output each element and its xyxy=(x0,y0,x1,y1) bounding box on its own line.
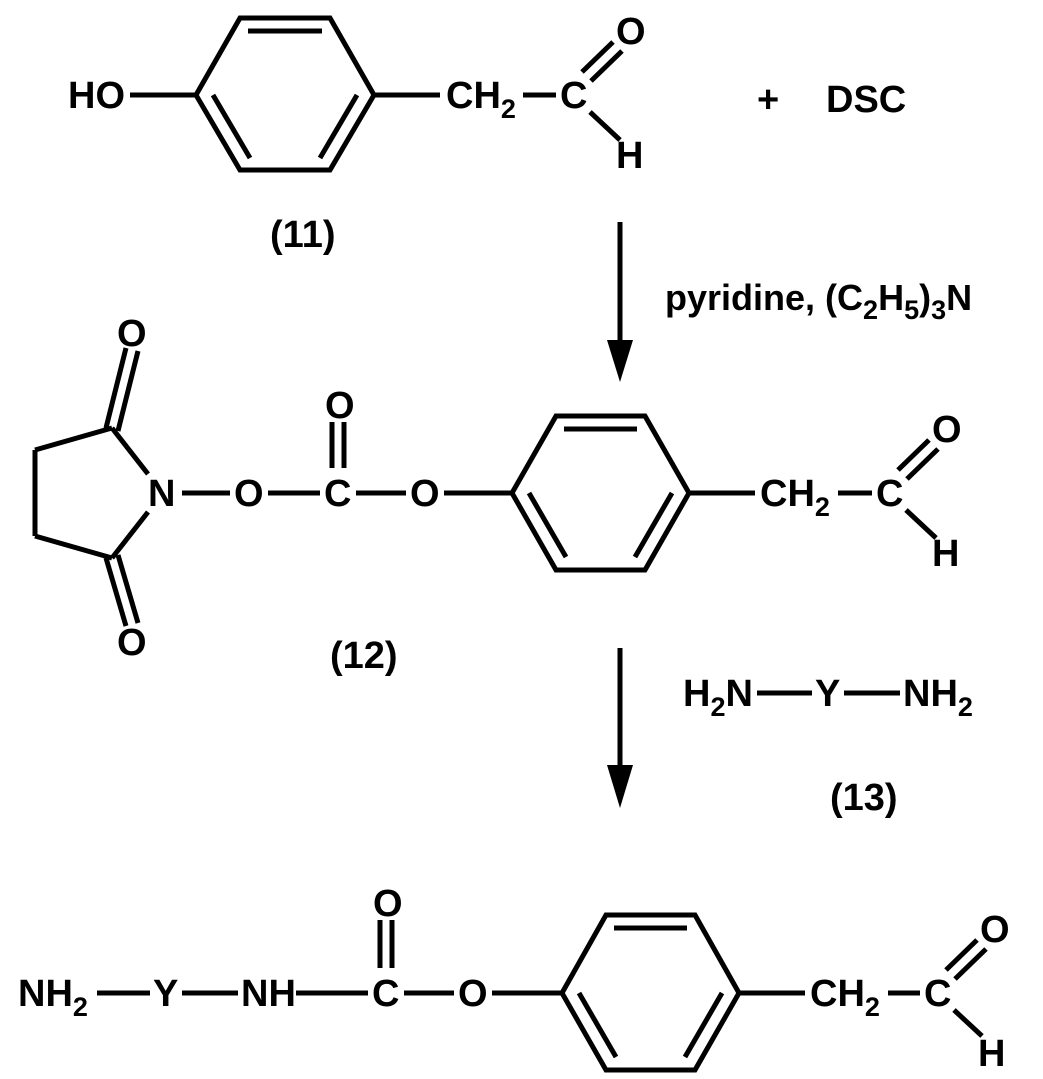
benzene-ring-product xyxy=(562,915,739,1070)
ring-n-label: N xyxy=(148,473,175,515)
reagent-y-label: Y xyxy=(815,673,840,715)
carbonyl-o-label-12: O xyxy=(932,409,962,451)
carbamate-o-label: O xyxy=(373,883,403,925)
imide-o-top-label: O xyxy=(117,313,147,355)
succinimide-ring xyxy=(35,428,148,558)
plus-sign: + xyxy=(757,79,779,121)
imide-carbonyl-top xyxy=(106,348,138,431)
aldehyde-h-label-12: H xyxy=(932,533,959,575)
reaction-arrow-2 xyxy=(607,648,633,808)
carbamate-c-label: C xyxy=(372,973,399,1015)
step2-reagent-13: H2N Y NH2 (13) xyxy=(683,673,973,819)
ester-o1-label: O xyxy=(234,473,264,515)
aromatic-inner-bonds-12 xyxy=(529,429,672,557)
reagent-nh2-label: NH2 xyxy=(903,673,973,722)
carbonate-o-label: O xyxy=(325,385,355,427)
hydroxyl-label-11: HO xyxy=(68,75,125,117)
aromatic-inner-bonds-product xyxy=(579,928,722,1057)
product-carbonyl-o-label: O xyxy=(980,909,1010,951)
carbonyl-c-label-11: C xyxy=(560,75,587,117)
aldehyde-h-label-11: H xyxy=(616,135,643,177)
compound-11-number: (11) xyxy=(270,214,335,256)
product-compound: NH2 Y NH C O O CH2 C O H xyxy=(18,883,1010,1075)
reagent-h2n-label: H2N xyxy=(683,673,753,722)
compound-12-number: (12) xyxy=(330,635,398,677)
imide-o-bottom-label: O xyxy=(117,622,147,664)
carbamate-double-bond xyxy=(380,920,392,968)
carbonyl-o-label-11: O xyxy=(616,11,646,53)
reaction-arrow-1 xyxy=(607,222,633,382)
carbonate-double-bond xyxy=(332,422,344,468)
ch2-label-12: CH2 xyxy=(760,473,830,522)
product-ch2-label: CH2 xyxy=(810,973,880,1022)
product-nh2-label: NH2 xyxy=(18,973,88,1022)
compound-12: O O N O C O O CH2 C O xyxy=(35,313,962,677)
ester-o2-label: O xyxy=(410,473,440,515)
aromatic-inner-bonds-11 xyxy=(213,31,357,158)
product-nh-label: NH xyxy=(241,973,296,1015)
step1-conditions: pyridine, (C2H5)3N xyxy=(665,277,972,325)
product-carbonyl-c-label: C xyxy=(924,973,951,1015)
benzene-ring-11 xyxy=(196,18,374,170)
compound-11: HO CH2 C O H + DSC (11) xyxy=(68,11,906,256)
benzene-ring-12 xyxy=(512,416,689,570)
carbonyl-c-label-12: C xyxy=(876,473,903,515)
compound-13-number: (13) xyxy=(830,777,898,819)
product-ester-o-label: O xyxy=(458,973,488,1015)
ch2-label-11: CH2 xyxy=(446,75,516,124)
imide-carbonyl-bottom xyxy=(106,555,138,626)
reagent-dsc: DSC xyxy=(826,79,906,121)
carbonate-c-label: C xyxy=(324,473,351,515)
product-y-label: Y xyxy=(153,973,178,1015)
product-aldehyde-h-label: H xyxy=(978,1033,1005,1075)
